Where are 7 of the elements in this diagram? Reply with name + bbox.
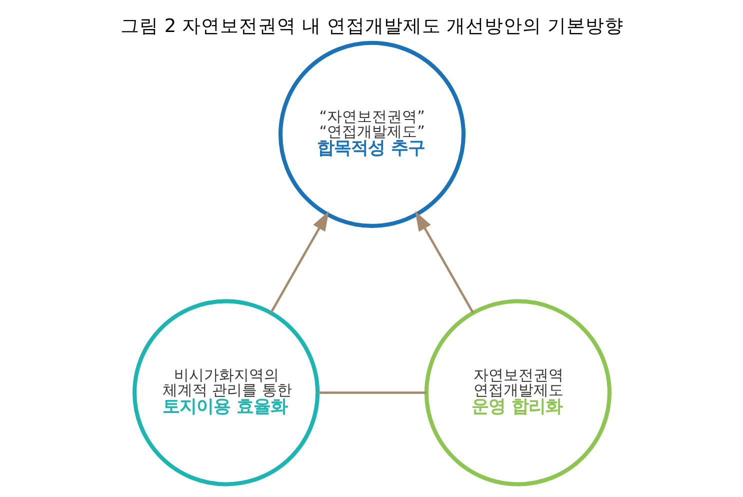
node-circle: 자연보전권역 연접개발제도 운영 합리화 — [424, 299, 611, 486]
node-circle: “자연보전권역” “연접개발제도” 합목적성 추구 — [278, 40, 466, 228]
node-circle: 비시가화지역의 체계적 관리를 통한 토지이용 효율화 — [132, 299, 320, 486]
connector — [317, 392, 426, 394]
diagram-title: 그림 2 자연보전권역 내 연접개발제도 개선방안의 기본방향 — [120, 16, 624, 38]
arrow — [270, 211, 328, 314]
arrow — [414, 211, 474, 314]
